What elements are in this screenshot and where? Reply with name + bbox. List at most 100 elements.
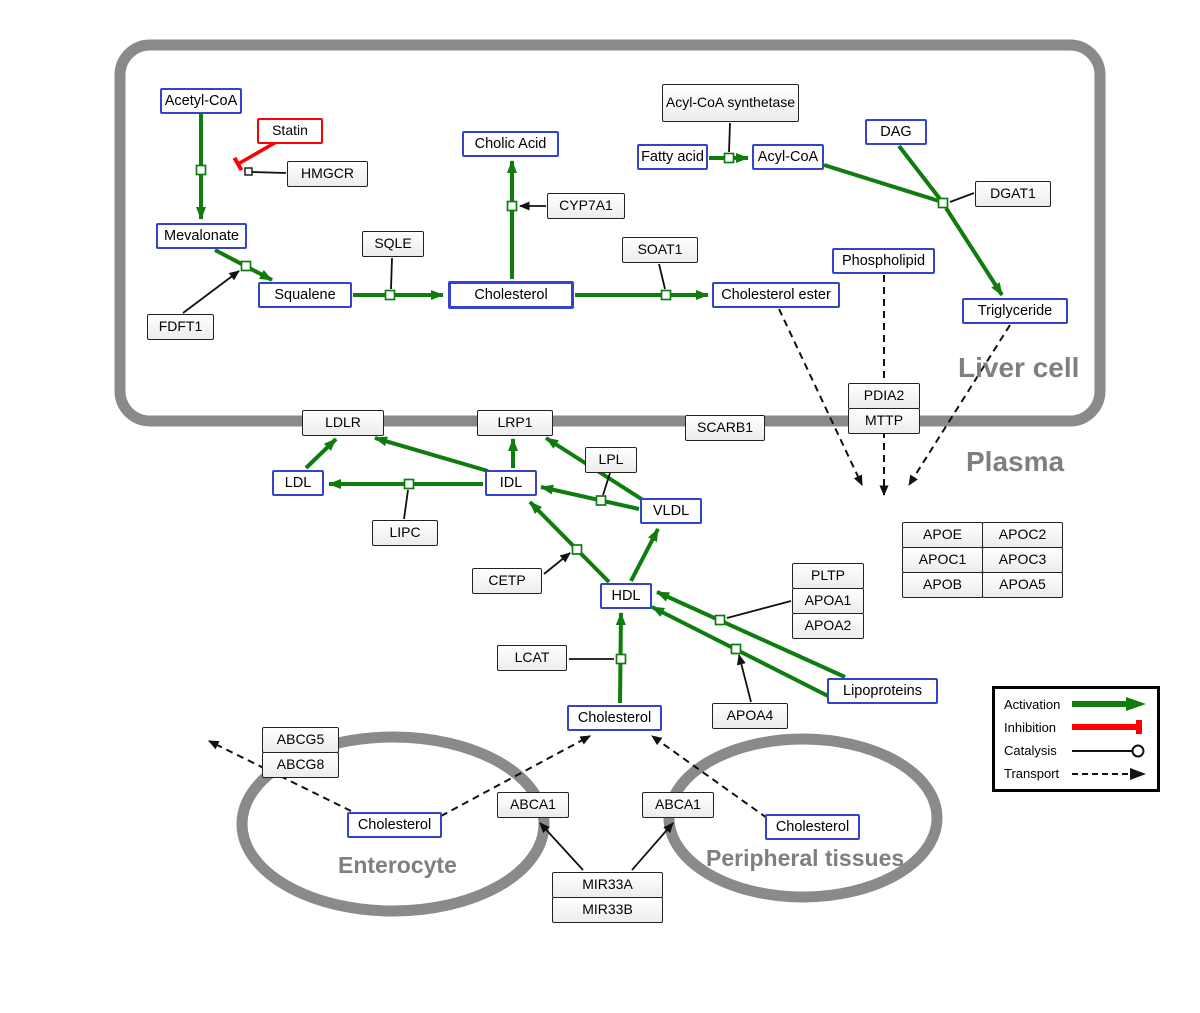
- reaction-node: [195, 164, 207, 176]
- node-cetp[interactable]: CETP: [472, 568, 542, 594]
- liver-cell-label: Liver cell: [958, 352, 1080, 383]
- node-cholesterol-plasma[interactable]: Cholesterol: [567, 705, 662, 731]
- edge-lpl-catalysis: [602, 472, 611, 496]
- node-scarb1[interactable]: SCARB1: [685, 415, 765, 441]
- node-apoa1[interactable]: APOA1: [792, 588, 864, 614]
- legend-row-activation: Activation: [1004, 696, 1148, 712]
- node-acyl-coa[interactable]: Acyl-CoA: [752, 144, 824, 170]
- legend-transport-label: Transport: [1004, 766, 1060, 782]
- node-lrp1[interactable]: LRP1: [477, 410, 553, 436]
- node-apoe[interactable]: APOE: [902, 522, 983, 548]
- edge-sqle-catalysis: [390, 257, 393, 290]
- edge-mir33-abca1-left: [539, 822, 584, 871]
- node-fatty-acid[interactable]: Fatty acid: [637, 144, 708, 170]
- liver-cell-membrane: [114, 39, 1106, 427]
- node-mir33b[interactable]: MIR33B: [552, 897, 663, 923]
- node-cholesterol-liver[interactable]: Cholesterol: [448, 281, 574, 309]
- legend-row-catalysis: Catalysis: [1004, 743, 1148, 759]
- node-mttp[interactable]: MTTP: [848, 408, 920, 434]
- legend-inhibition-label: Inhibition: [1004, 719, 1057, 735]
- node-statin[interactable]: Statin: [257, 118, 323, 144]
- edge-soat1-catalysis: [658, 263, 666, 290]
- legend-activation-label: Activation: [1004, 696, 1061, 712]
- catalysis-circle-icon: [1072, 744, 1145, 758]
- node-squalene[interactable]: Squalene: [258, 282, 352, 308]
- node-abcg5[interactable]: ABCG5: [262, 727, 339, 753]
- catalysis-anchor-square: [244, 167, 253, 176]
- node-lipoproteins[interactable]: Lipoproteins: [827, 678, 938, 704]
- peripheral-tissues-membrane: [663, 733, 943, 903]
- reaction-node: [384, 289, 396, 301]
- node-soat1[interactable]: SOAT1: [622, 237, 698, 263]
- reaction-node: [660, 289, 672, 301]
- node-acetyl-coa[interactable]: Acetyl-CoA: [160, 88, 242, 114]
- legend-row-inhibition: Inhibition: [1004, 719, 1148, 735]
- node-vldl[interactable]: VLDL: [640, 498, 702, 524]
- node-apoc2[interactable]: APOC2: [982, 522, 1063, 548]
- legend-catalysis-label: Catalysis: [1004, 743, 1057, 759]
- reaction-node: [506, 200, 518, 212]
- node-fdft1[interactable]: FDFT1: [147, 314, 214, 340]
- node-cholic-acid[interactable]: Cholic Acid: [462, 131, 559, 157]
- edge-pltp-apoa-catalysis: [726, 600, 792, 619]
- edge-lipoproteins-hdl-upper: [656, 590, 846, 679]
- edge-statin-inhibition: [232, 139, 279, 172]
- node-apoa2[interactable]: APOA2: [792, 613, 864, 639]
- peripheral-tissues-label: Peripheral tissues: [706, 845, 905, 871]
- node-phospholipid[interactable]: Phospholipid: [832, 248, 935, 274]
- reaction-node: [615, 653, 627, 665]
- edge-dgat1-catalysis: [949, 192, 975, 203]
- node-cholesterol-peripheral[interactable]: Cholesterol: [765, 814, 860, 840]
- edge-lipc-catalysis: [403, 489, 409, 520]
- node-pdia2[interactable]: PDIA2: [848, 383, 920, 409]
- node-pltp[interactable]: PLTP: [792, 563, 864, 589]
- edge-hdl-vldl: [629, 528, 660, 582]
- reaction-node: [240, 260, 252, 272]
- edge-vldl-idl: [540, 484, 640, 511]
- node-cholesterol-ester[interactable]: Cholesterol ester: [712, 282, 840, 308]
- node-triglyceride[interactable]: Triglyceride: [962, 298, 1068, 324]
- legend-row-transport: Transport: [1004, 766, 1148, 782]
- node-idl[interactable]: IDL: [485, 470, 537, 496]
- node-apoc3[interactable]: APOC3: [982, 547, 1063, 573]
- reaction-node: [730, 643, 742, 655]
- node-sqle[interactable]: SQLE: [362, 231, 424, 257]
- edge-triglyceride-plasma-transport: [908, 324, 1011, 486]
- node-apoa5[interactable]: APOA5: [982, 572, 1063, 598]
- node-ldl[interactable]: LDL: [272, 470, 324, 496]
- edge-acylcoasynthetase-catalysis: [728, 122, 731, 153]
- node-mir33a[interactable]: MIR33A: [552, 872, 663, 898]
- activation-arrow-icon: [1072, 697, 1146, 711]
- node-abcg8[interactable]: ABCG8: [262, 752, 339, 778]
- node-cyp7a1[interactable]: CYP7A1: [547, 193, 625, 219]
- edge-fdft1-catalysis: [182, 270, 240, 314]
- node-acyl-coa-synthetase[interactable]: Acyl-CoA synthetase: [662, 84, 799, 122]
- edge-cetp-catalysis: [543, 552, 571, 575]
- edge-ldl-ldlr: [304, 437, 338, 470]
- edge-hdl-idl: [528, 500, 611, 584]
- node-apob[interactable]: APOB: [902, 572, 983, 598]
- node-apoc1[interactable]: APOC1: [902, 547, 983, 573]
- node-cholesterol-enterocyte[interactable]: Cholesterol: [347, 812, 442, 838]
- node-hdl[interactable]: HDL: [600, 583, 652, 609]
- edge-apoa4-catalysis: [736, 654, 752, 703]
- reaction-node: [571, 544, 583, 555]
- edge-enterocyte-cholesterol-efflux: [440, 735, 591, 817]
- node-hmgcr[interactable]: HMGCR: [287, 161, 368, 187]
- node-lcat[interactable]: LCAT: [497, 645, 567, 671]
- node-dag[interactable]: DAG: [865, 119, 927, 145]
- node-ldlr[interactable]: LDLR: [302, 410, 384, 436]
- node-dgat1[interactable]: DGAT1: [975, 181, 1051, 207]
- plasma-label: Plasma: [966, 446, 1065, 477]
- edge-mir33-abca1-right: [631, 822, 674, 871]
- node-lpl[interactable]: LPL: [585, 447, 637, 473]
- node-abca1-enterocyte[interactable]: ABCA1: [497, 792, 569, 818]
- reaction-node: [937, 197, 949, 209]
- node-apoa4[interactable]: APOA4: [712, 703, 788, 729]
- node-abca1-peripheral[interactable]: ABCA1: [642, 792, 714, 818]
- edge-dgat1node-triglyceride: [944, 206, 1004, 297]
- node-mevalonate[interactable]: Mevalonate: [156, 223, 247, 249]
- node-lipc[interactable]: LIPC: [372, 520, 438, 546]
